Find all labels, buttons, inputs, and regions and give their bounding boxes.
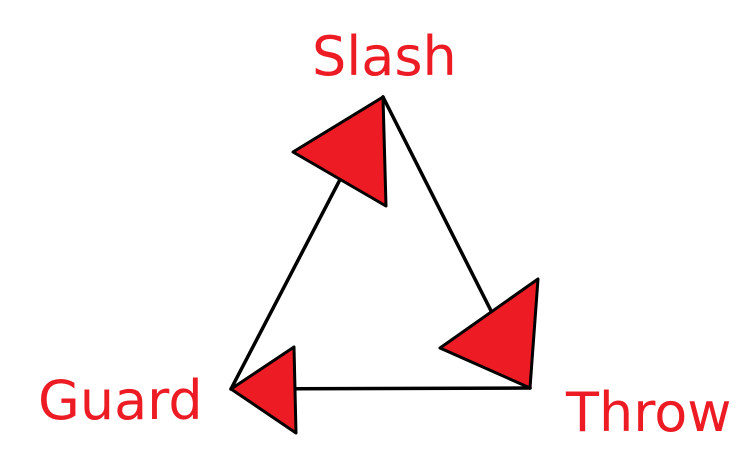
arrowhead-slash: [291, 95, 388, 208]
arrowhead-guard: [229, 345, 298, 435]
arrowhead-throw: [438, 277, 540, 390]
node-label-slash: Slash: [312, 25, 457, 88]
node-label-guard: Guard: [38, 369, 203, 432]
node-label-throw: Throw: [566, 381, 732, 444]
